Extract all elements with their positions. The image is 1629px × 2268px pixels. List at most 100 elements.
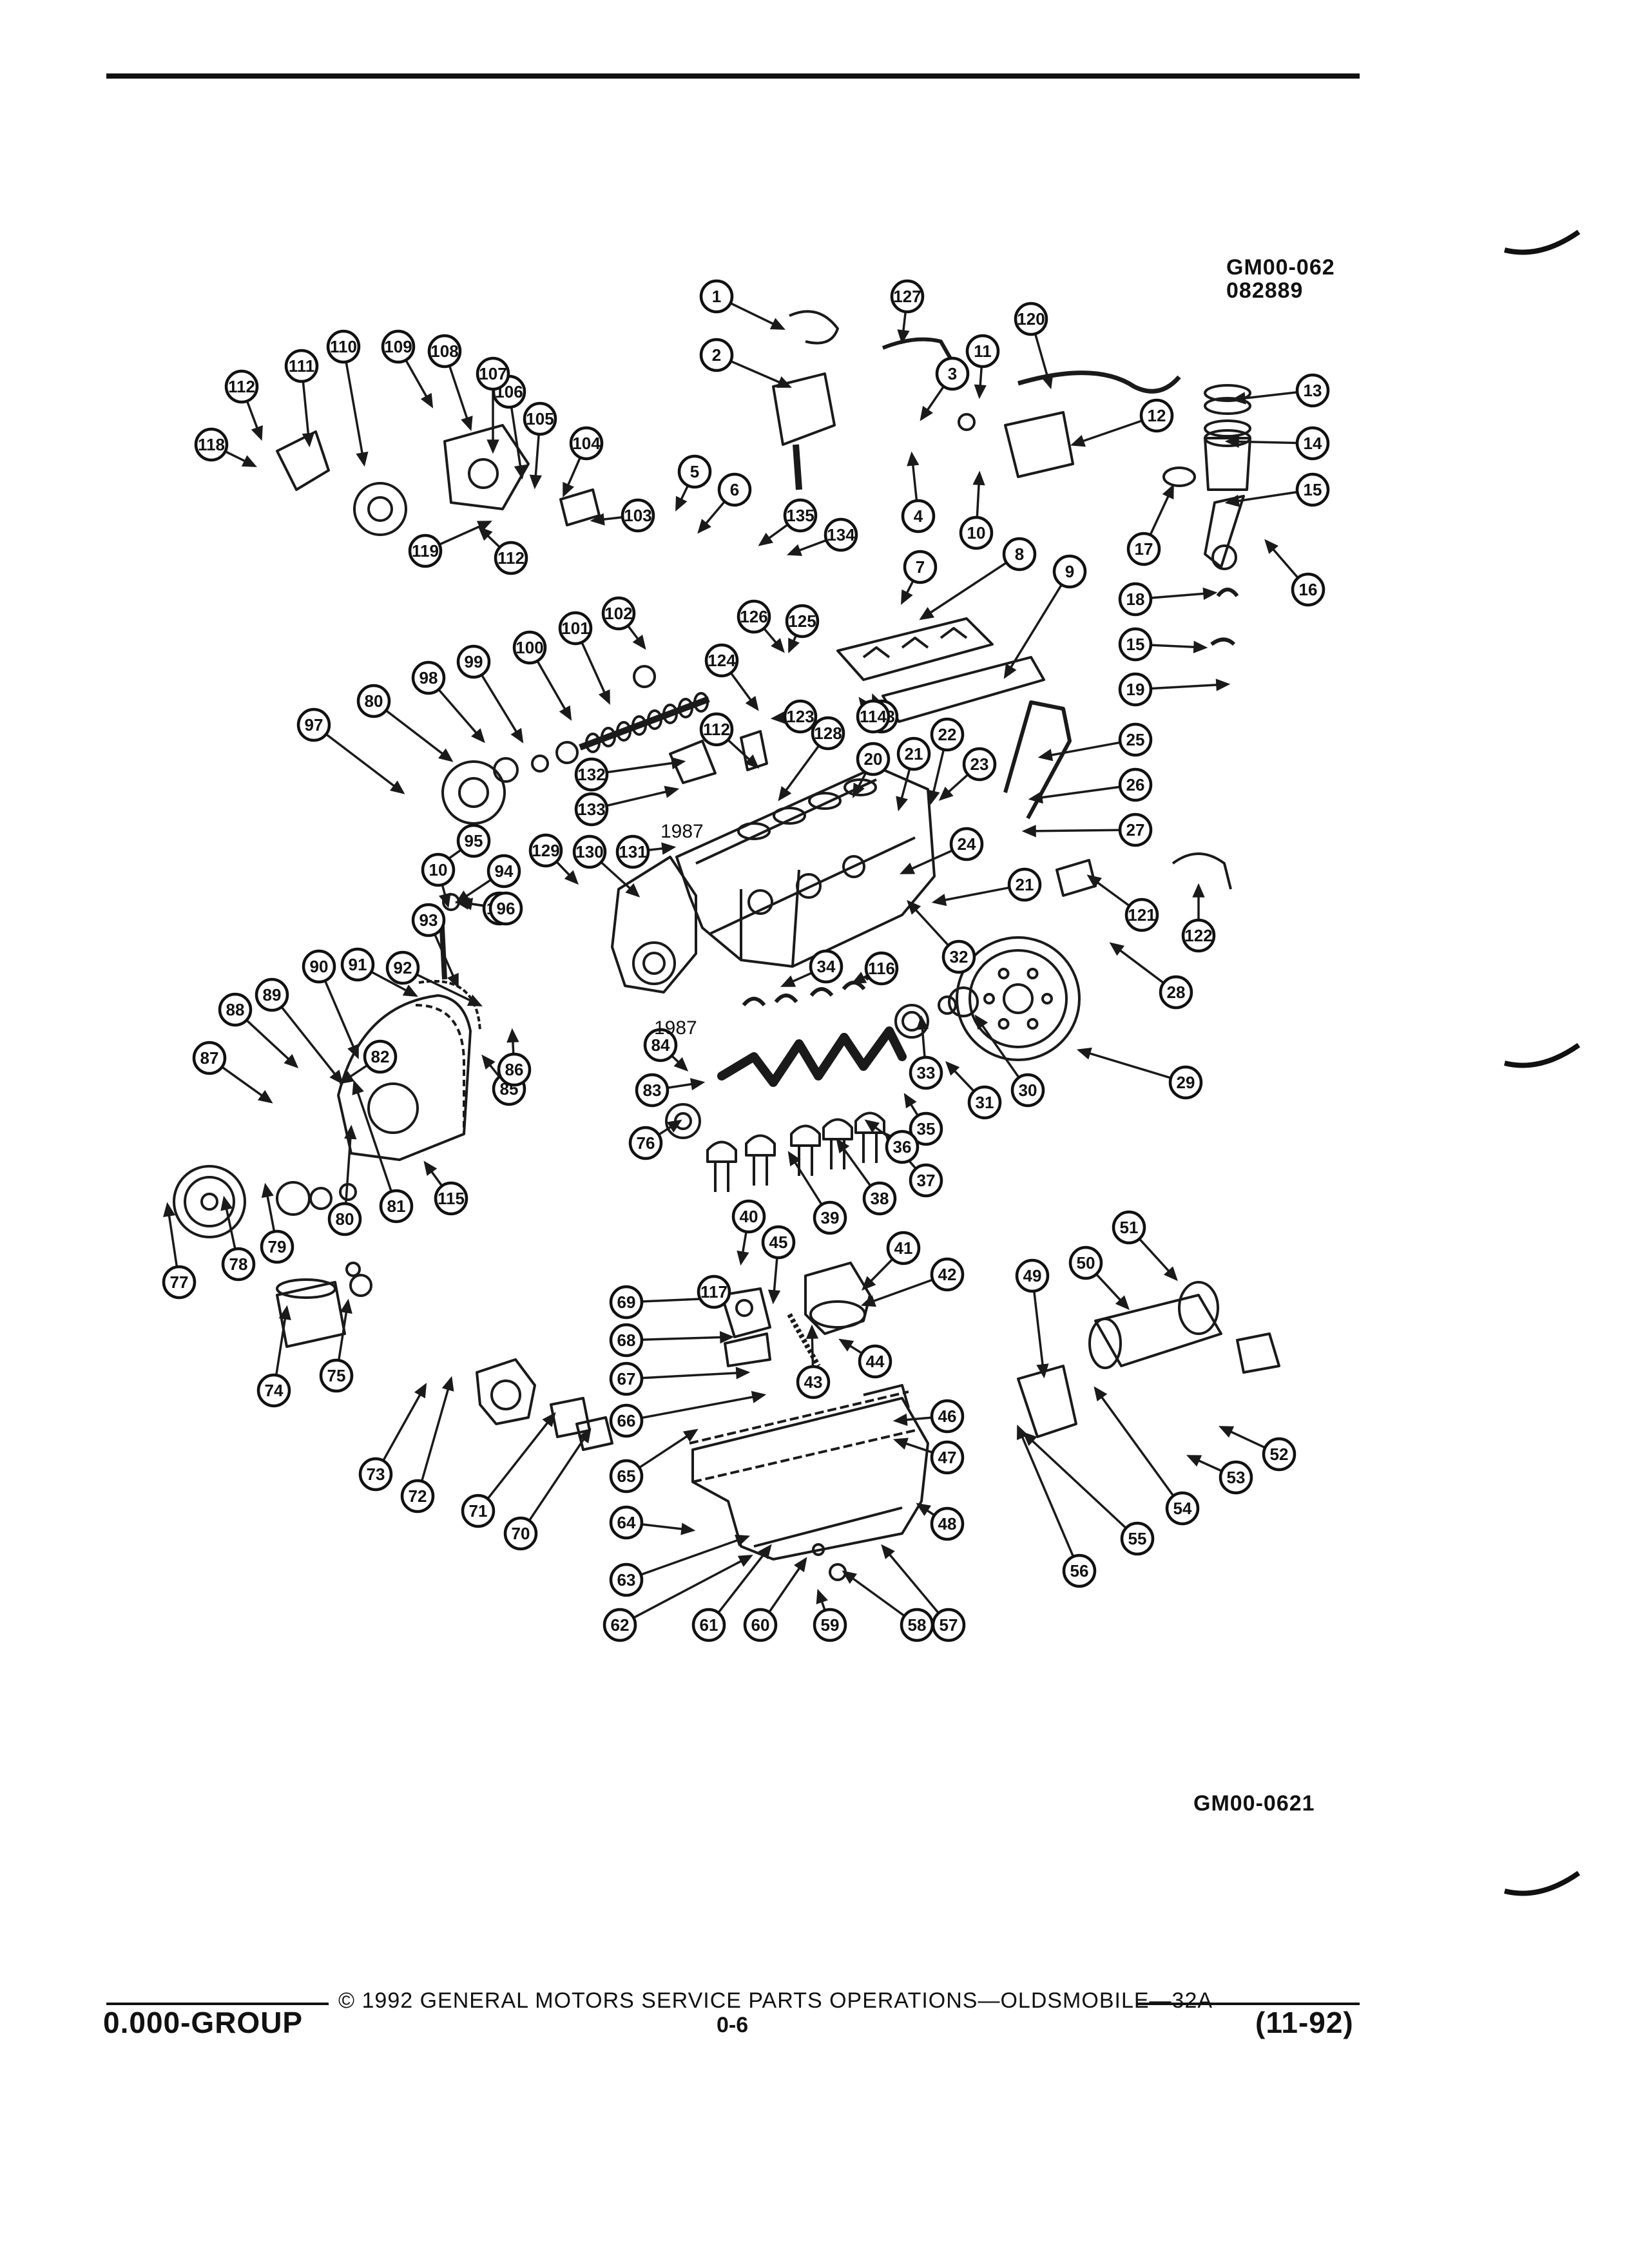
callout-arrowhead — [689, 1078, 706, 1091]
cam-lobe — [693, 692, 709, 713]
callout-number: 92 — [394, 958, 412, 977]
callout-number: 33 — [917, 1063, 936, 1082]
callout-15: 15 — [1295, 472, 1330, 507]
callout-number: 112 — [228, 377, 255, 396]
callout-59: 59 — [813, 1608, 847, 1642]
callout-number: 62 — [611, 1615, 630, 1635]
callout-number: 107 — [479, 364, 506, 383]
crank-washer — [309, 1187, 333, 1210]
callout-number: 25 — [1126, 730, 1145, 749]
water-pump-hub — [642, 952, 666, 975]
callout-9: 9 — [1052, 554, 1087, 589]
callout-arrowhead — [852, 782, 865, 798]
callout-38: 38 — [862, 1181, 897, 1216]
cylinder-bore — [808, 792, 842, 810]
callout-leader-line — [1227, 490, 1298, 504]
callout-leader-line — [345, 361, 365, 465]
callout-arrowhead — [671, 756, 686, 770]
callout-leader-line — [1004, 584, 1063, 677]
rear-main-seal — [894, 1004, 929, 1039]
callout-arrowhead — [903, 1093, 917, 1109]
callout-number: 37 — [917, 1171, 936, 1190]
callout-35: 35 — [909, 1111, 943, 1146]
main-bearing-cap — [822, 1118, 853, 1140]
piston-ring — [1204, 419, 1251, 437]
callout-arrowhead — [1037, 749, 1054, 762]
callout-number: 21 — [905, 744, 923, 764]
callout-number: 14 — [1304, 434, 1322, 453]
callout-arrowhead — [1215, 678, 1231, 691]
callout-number: 2 — [712, 345, 721, 365]
callout-50: 50 — [1068, 1245, 1103, 1280]
oil-pump-gear — [735, 1299, 753, 1317]
callout-arrowhead — [927, 789, 940, 805]
callout-95: 95 — [456, 823, 491, 858]
callout-number: 68 — [617, 1331, 636, 1350]
callout-number: 132 — [577, 765, 605, 784]
callout-arrowhead — [842, 1570, 858, 1584]
callout-number: 27 — [1126, 820, 1145, 840]
callout-number: 110 — [330, 337, 357, 356]
callout-leader-line — [416, 973, 481, 1006]
callout-arrowhead — [661, 842, 677, 855]
callout-47: 47 — [930, 1440, 965, 1475]
callout-number: 7 — [916, 557, 925, 577]
connecting-rod — [1204, 495, 1245, 568]
callout-leader-line — [1017, 1427, 1075, 1557]
callout-number: 46 — [938, 1407, 957, 1426]
callout-91: 91 — [340, 947, 375, 982]
callout-77: 77 — [162, 1265, 197, 1300]
callout-arrowhead — [901, 589, 913, 605]
callout-58: 58 — [900, 1608, 934, 1642]
callout-leader-line — [1227, 440, 1298, 445]
timing-cover-seal — [367, 1082, 419, 1134]
callout-arrowhead — [788, 637, 800, 654]
callout-25: 25 — [1118, 722, 1153, 757]
callout-number: 59 — [821, 1615, 840, 1635]
callout-number: 51 — [1120, 1218, 1139, 1237]
cam-lobe — [616, 721, 631, 742]
callout-arrowhead — [735, 1367, 751, 1379]
callout-2: 2 — [699, 338, 734, 372]
callout-number: 91 — [349, 955, 367, 974]
callout-number: 103 — [624, 506, 651, 525]
footer-group: 0.000-GROUP — [103, 2006, 304, 2039]
crankshaft — [717, 1026, 907, 1087]
starter-end — [1088, 1318, 1122, 1369]
callout-number: 109 — [384, 337, 412, 356]
callout-arrowhead — [1219, 1426, 1235, 1438]
callout-arrowhead — [1003, 663, 1017, 679]
margin-curl-marks — [1504, 229, 1581, 1896]
callout-arrowhead — [864, 1119, 880, 1133]
callout-number: 52 — [1270, 1445, 1289, 1464]
callout-122: 122 — [1181, 918, 1216, 953]
callout-107: 107 — [476, 356, 510, 391]
callout-arrowhead — [423, 1160, 438, 1177]
callout-89: 89 — [255, 977, 289, 1012]
callout-number: 15 — [1304, 480, 1322, 499]
callout-arrowhead — [454, 897, 470, 910]
distributor-rotor-arm — [789, 310, 839, 345]
callout-number: 5 — [690, 462, 699, 481]
callout-52: 52 — [1262, 1437, 1296, 1472]
callout-arrowhead — [920, 405, 934, 421]
oil-pickup-screen — [804, 1262, 871, 1335]
water-pump-boss — [632, 941, 676, 985]
fuel-pump-diaphragm — [490, 1379, 521, 1410]
callout-arrowhead — [529, 474, 542, 490]
main-bearing-cap — [745, 1134, 776, 1157]
oil-pan-gasket — [689, 1390, 916, 1483]
callout-number: 32 — [950, 947, 969, 966]
callout-number: 56 — [1070, 1561, 1089, 1581]
callout-number: 108 — [430, 341, 458, 361]
callout-number: 134 — [827, 525, 855, 544]
callout-arrowhead — [793, 1557, 807, 1573]
callout-arrowhead — [680, 1523, 696, 1535]
callout-arrowhead — [1036, 1363, 1049, 1379]
callout-arrowhead — [1094, 1386, 1108, 1402]
callout-18: 18 — [1118, 582, 1153, 617]
callout-92: 92 — [385, 950, 420, 985]
